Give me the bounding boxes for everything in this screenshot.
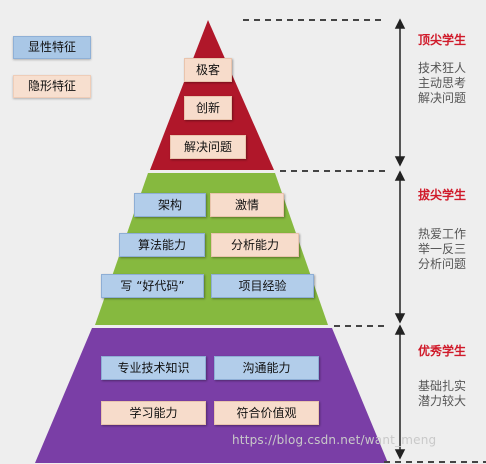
- trait-item: 热爱工作: [418, 227, 467, 241]
- box-professional-knowledge: 专业技术知识: [101, 356, 206, 380]
- box-geek: 极客: [184, 58, 232, 82]
- pyramid-tier-top: [150, 20, 274, 170]
- box-analysis: 分析能力: [211, 233, 299, 257]
- box-passion: 激情: [210, 193, 284, 217]
- tier-traits-top: 技术狂人 主动思考 解决问题: [418, 61, 466, 106]
- legend-explicit: 显性特征: [13, 36, 91, 59]
- tier-title-top: 顶尖学生: [418, 33, 467, 47]
- box-values-fit: 符合价值观: [214, 401, 319, 425]
- trait-item: 举一反三: [418, 242, 467, 256]
- trait-item: 基础扎实: [418, 379, 467, 393]
- box-good-code: 写 “好代码”: [101, 274, 204, 298]
- watermark-text: https://blog.csdn.net/want_meng: [232, 433, 437, 447]
- trait-item: 主动思考: [418, 76, 467, 90]
- trait-item: 潜力较大: [418, 394, 467, 408]
- box-algorithm: 算法能力: [119, 233, 205, 257]
- range-arrow-top: [394, 18, 406, 167]
- tier-traits-middle: 热爱工作 举一反三 分析问题: [418, 227, 466, 272]
- box-communication: 沟通能力: [214, 356, 319, 380]
- tier-traits-bottom: 基础扎实 潜力较大: [418, 379, 466, 409]
- trait-item: 分析问题: [418, 257, 467, 271]
- trait-item: 技术狂人: [418, 61, 467, 75]
- range-arrow-bottom: [394, 324, 406, 460]
- box-architecture: 架构: [134, 193, 206, 217]
- trait-item: 解决问题: [418, 91, 467, 105]
- tier-title-middle: 拔尖学生: [418, 188, 467, 202]
- box-learning: 学习能力: [101, 401, 206, 425]
- box-innovation: 创新: [184, 96, 232, 120]
- legend-implicit: 隐形特征: [13, 75, 91, 98]
- box-project-experience: 项目经验: [211, 274, 314, 298]
- box-problem-solving: 解决问题: [170, 135, 246, 159]
- tier-title-bottom: 优秀学生: [418, 344, 467, 358]
- range-arrow-middle: [394, 170, 406, 324]
